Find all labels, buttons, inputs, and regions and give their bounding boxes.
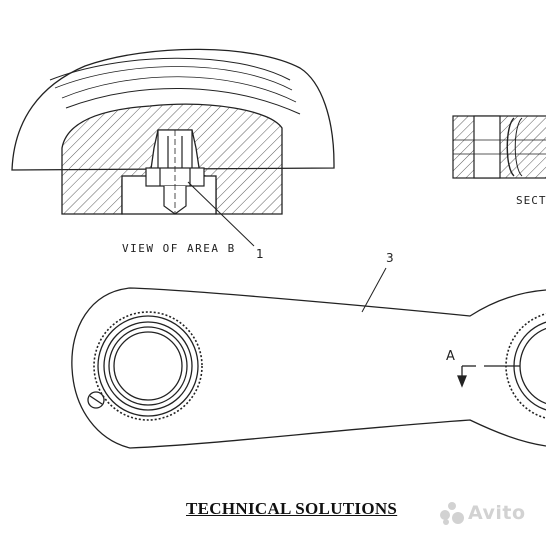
section-marker-a: A [446,349,455,364]
view-caption: VIEW OF AREA B [122,242,236,255]
leader-line-1 [187,181,255,247]
view-area-b [11,48,335,247]
leader-line-3 [361,267,387,313]
link-arm [71,267,546,449]
callout-1: 1 [256,247,264,261]
watermark-text: Avito [468,502,526,524]
footer-title: TECHNICAL SOLUTIONS [186,499,398,518]
section-view [452,115,546,179]
section-caption: SECTI [516,194,546,207]
avito-logo-icon [440,502,464,525]
left-bearing [93,311,203,421]
bolt-fitting [145,129,205,215]
avito-watermark: Avito [440,502,526,525]
callout-3: 3 [386,251,394,265]
grease-fitting [87,391,105,409]
arm-outline [71,287,546,449]
